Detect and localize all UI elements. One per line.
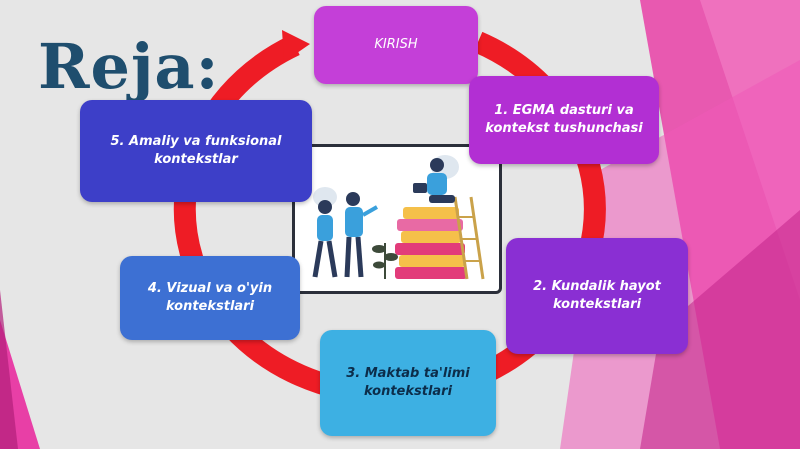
cycle-arrow-icon <box>282 30 310 62</box>
node-step-2-label: 2. Kundalik hayot kontekstlari <box>533 279 661 312</box>
node-intro: KIRISH <box>314 6 478 84</box>
node-intro-label: KIRISH <box>374 37 418 53</box>
node-step-5-label: 5. Amaliy va funksional kontekstlar <box>110 134 282 167</box>
center-illustration <box>292 144 502 294</box>
node-step-1: 1. EGMA dasturi va kontekst tushunchasi <box>469 76 659 164</box>
node-step-2: 2. Kundalik hayot kontekstlari <box>506 238 688 354</box>
node-step-4-label: 4. Vizual va o'yin kontekstlari <box>147 281 273 314</box>
node-step-1-label: 1. EGMA dasturi va kontekst tushunchasi <box>485 103 643 136</box>
node-step-3-label: 3. Maktab ta'limi kontekstlari <box>346 366 470 399</box>
node-step-5: 5. Amaliy va funksional kontekstlar <box>80 100 312 202</box>
node-step-3: 3. Maktab ta'limi kontekstlari <box>320 330 496 436</box>
node-step-4: 4. Vizual va o'yin kontekstlari <box>120 256 300 340</box>
page-title: Reja: <box>38 30 220 103</box>
students-books-illustration <box>312 155 485 280</box>
